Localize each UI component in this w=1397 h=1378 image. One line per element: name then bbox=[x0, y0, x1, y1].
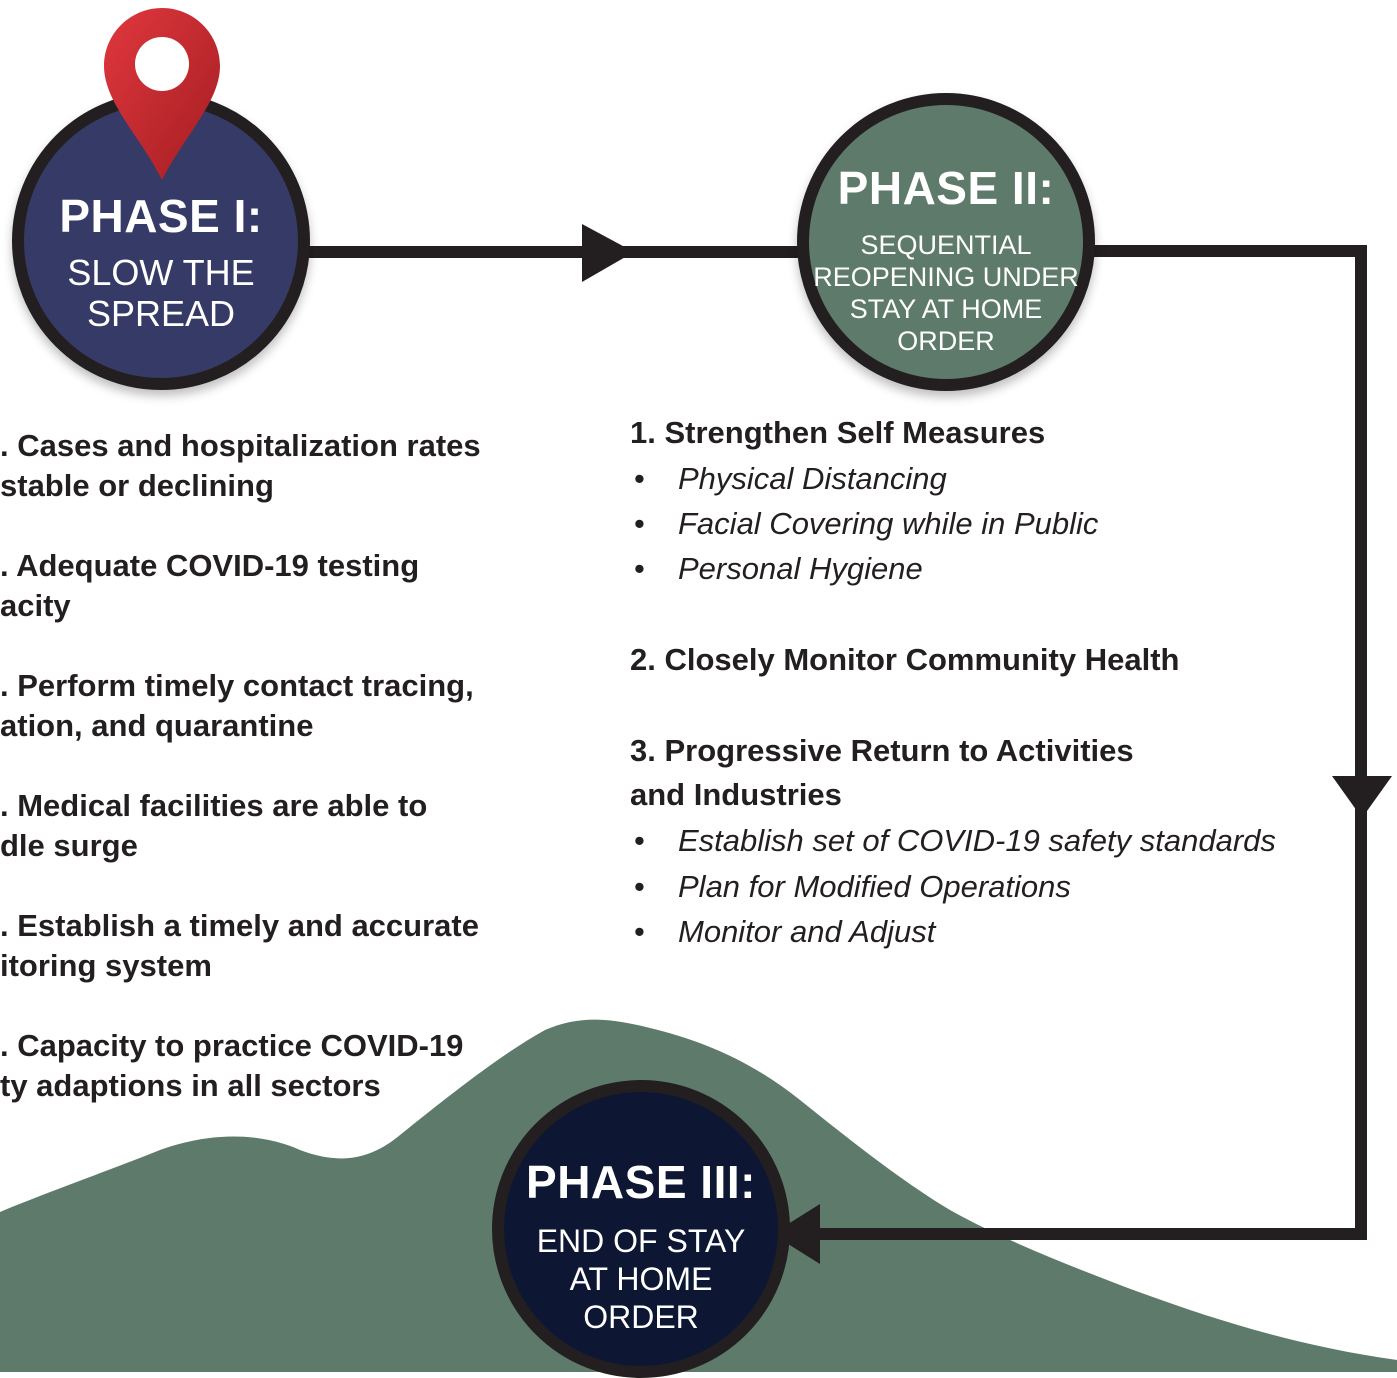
step-3-heading: 3. Progressive Return to Activities and … bbox=[630, 729, 1134, 817]
step-3-bullet-3: • Monitor and Adjust bbox=[634, 912, 935, 952]
connector-lines bbox=[300, 245, 1367, 1240]
bullet-icon: • bbox=[634, 506, 645, 541]
criteria-item-2-line-2: acity bbox=[0, 588, 71, 623]
phase-2-subtitle-line-2: REOPENING UNDER bbox=[813, 262, 1079, 292]
step-3-bullet-1: • Establish set of COVID-19 safety standa… bbox=[634, 821, 1276, 861]
step-3-bullet-1-text: Establish set of COVID-19 safety standar… bbox=[678, 823, 1276, 858]
phase-3-subtitle-line-2: AT HOME bbox=[569, 1261, 713, 1297]
criteria-item-5-line-1: . Establish a timely and accurate bbox=[0, 908, 479, 943]
criteria-item-3-line-2: ation, and quarantine bbox=[0, 708, 314, 743]
criteria-item-2: . Adequate COVID-19 testing acity bbox=[0, 546, 560, 626]
criteria-item-5-line-2: itoring system bbox=[0, 948, 212, 983]
bullet-icon: • bbox=[634, 869, 645, 904]
bullet-icon: • bbox=[634, 461, 645, 496]
arrow-left-icon bbox=[772, 1204, 820, 1264]
criteria-item-2-line-1: . Adequate COVID-19 testing bbox=[0, 548, 420, 583]
criteria-item-3: . Perform timely contact tracing, ation,… bbox=[0, 666, 560, 746]
step-1-bullet-1: • Physical Distancing bbox=[634, 459, 947, 499]
location-pin-icon bbox=[104, 8, 220, 180]
criteria-item-4-line-1: . Medical facilities are able to bbox=[0, 788, 428, 823]
criteria-item-4-line-2: dle surge bbox=[0, 828, 138, 863]
criteria-item-6: . Capacity to practice COVID-19 ty adapt… bbox=[0, 1026, 560, 1106]
step-1-bullet-3-text: Personal Hygiene bbox=[678, 551, 923, 586]
phase-3-subtitle-line-3: ORDER bbox=[583, 1299, 699, 1335]
phase-2-subtitle-line-3: STAY AT HOME bbox=[849, 294, 1043, 324]
bullet-icon: • bbox=[634, 914, 645, 949]
criteria-item-3-line-1: . Perform timely contact tracing, bbox=[0, 668, 474, 703]
criteria-item-1-line-1: . Cases and hospitalization rates bbox=[0, 428, 481, 463]
phase-3-subtitle-line-1: END OF STAY bbox=[536, 1223, 746, 1259]
step-3-bullet-2: • Plan for Modified Operations bbox=[634, 867, 1071, 907]
criteria-item-6-line-2: ty adaptions in all sectors bbox=[0, 1068, 381, 1103]
criteria-item-4: . Medical facilities are able to dle sur… bbox=[0, 786, 560, 866]
criteria-item-5: . Establish a timely and accurate itorin… bbox=[0, 906, 560, 986]
step-3-bullet-2-text: Plan for Modified Operations bbox=[678, 869, 1071, 904]
criteria-item-1-line-2: stable or declining bbox=[0, 468, 274, 503]
phase-1-subtitle-line-2: SPREAD bbox=[86, 293, 236, 334]
criteria-item-6-line-1: . Capacity to practice COVID-19 bbox=[0, 1028, 464, 1063]
step-3-heading-line-1: 3. Progressive Return to Activities bbox=[630, 733, 1134, 768]
phase-2-circle: PHASE II: SEQUENTIAL REOPENING UNDER STA… bbox=[797, 93, 1095, 391]
step-1-bullet-2-text: Facial Covering while in Public bbox=[678, 506, 1099, 541]
phase-2-subtitle-line-4: ORDER bbox=[897, 326, 995, 356]
step-3-heading-line-2: and Industries bbox=[630, 777, 842, 812]
step-1-bullet-1-text: Physical Distancing bbox=[678, 461, 947, 496]
step-1-bullet-3: • Personal Hygiene bbox=[634, 549, 923, 589]
criteria-item-1: . Cases and hospitalization rates stable… bbox=[0, 426, 560, 506]
phase-2-title: PHASE II: bbox=[837, 162, 1055, 214]
phase-1-subtitle-line-1: SLOW THE bbox=[67, 252, 255, 293]
step-2-heading: 2. Closely Monitor Community Health bbox=[630, 642, 1180, 677]
arrow-down-icon bbox=[1332, 776, 1392, 818]
phase-2-subtitle-line-1: SEQUENTIAL bbox=[860, 230, 1032, 260]
bullet-icon: • bbox=[634, 823, 645, 858]
phase-3-title: PHASE III: bbox=[526, 1156, 756, 1208]
step-1-heading: 1. Strengthen Self Measures bbox=[630, 415, 1046, 450]
phase-3-circle: PHASE III: END OF STAY AT HOME ORDER bbox=[492, 1080, 790, 1378]
arrow-right-icon bbox=[582, 224, 634, 282]
phase-1-title: PHASE I: bbox=[59, 190, 263, 242]
step-1-bullet-2: • Facial Covering while in Public bbox=[634, 504, 1098, 544]
step-3-bullet-3-text: Monitor and Adjust bbox=[678, 914, 936, 949]
bullet-icon: • bbox=[634, 551, 645, 586]
